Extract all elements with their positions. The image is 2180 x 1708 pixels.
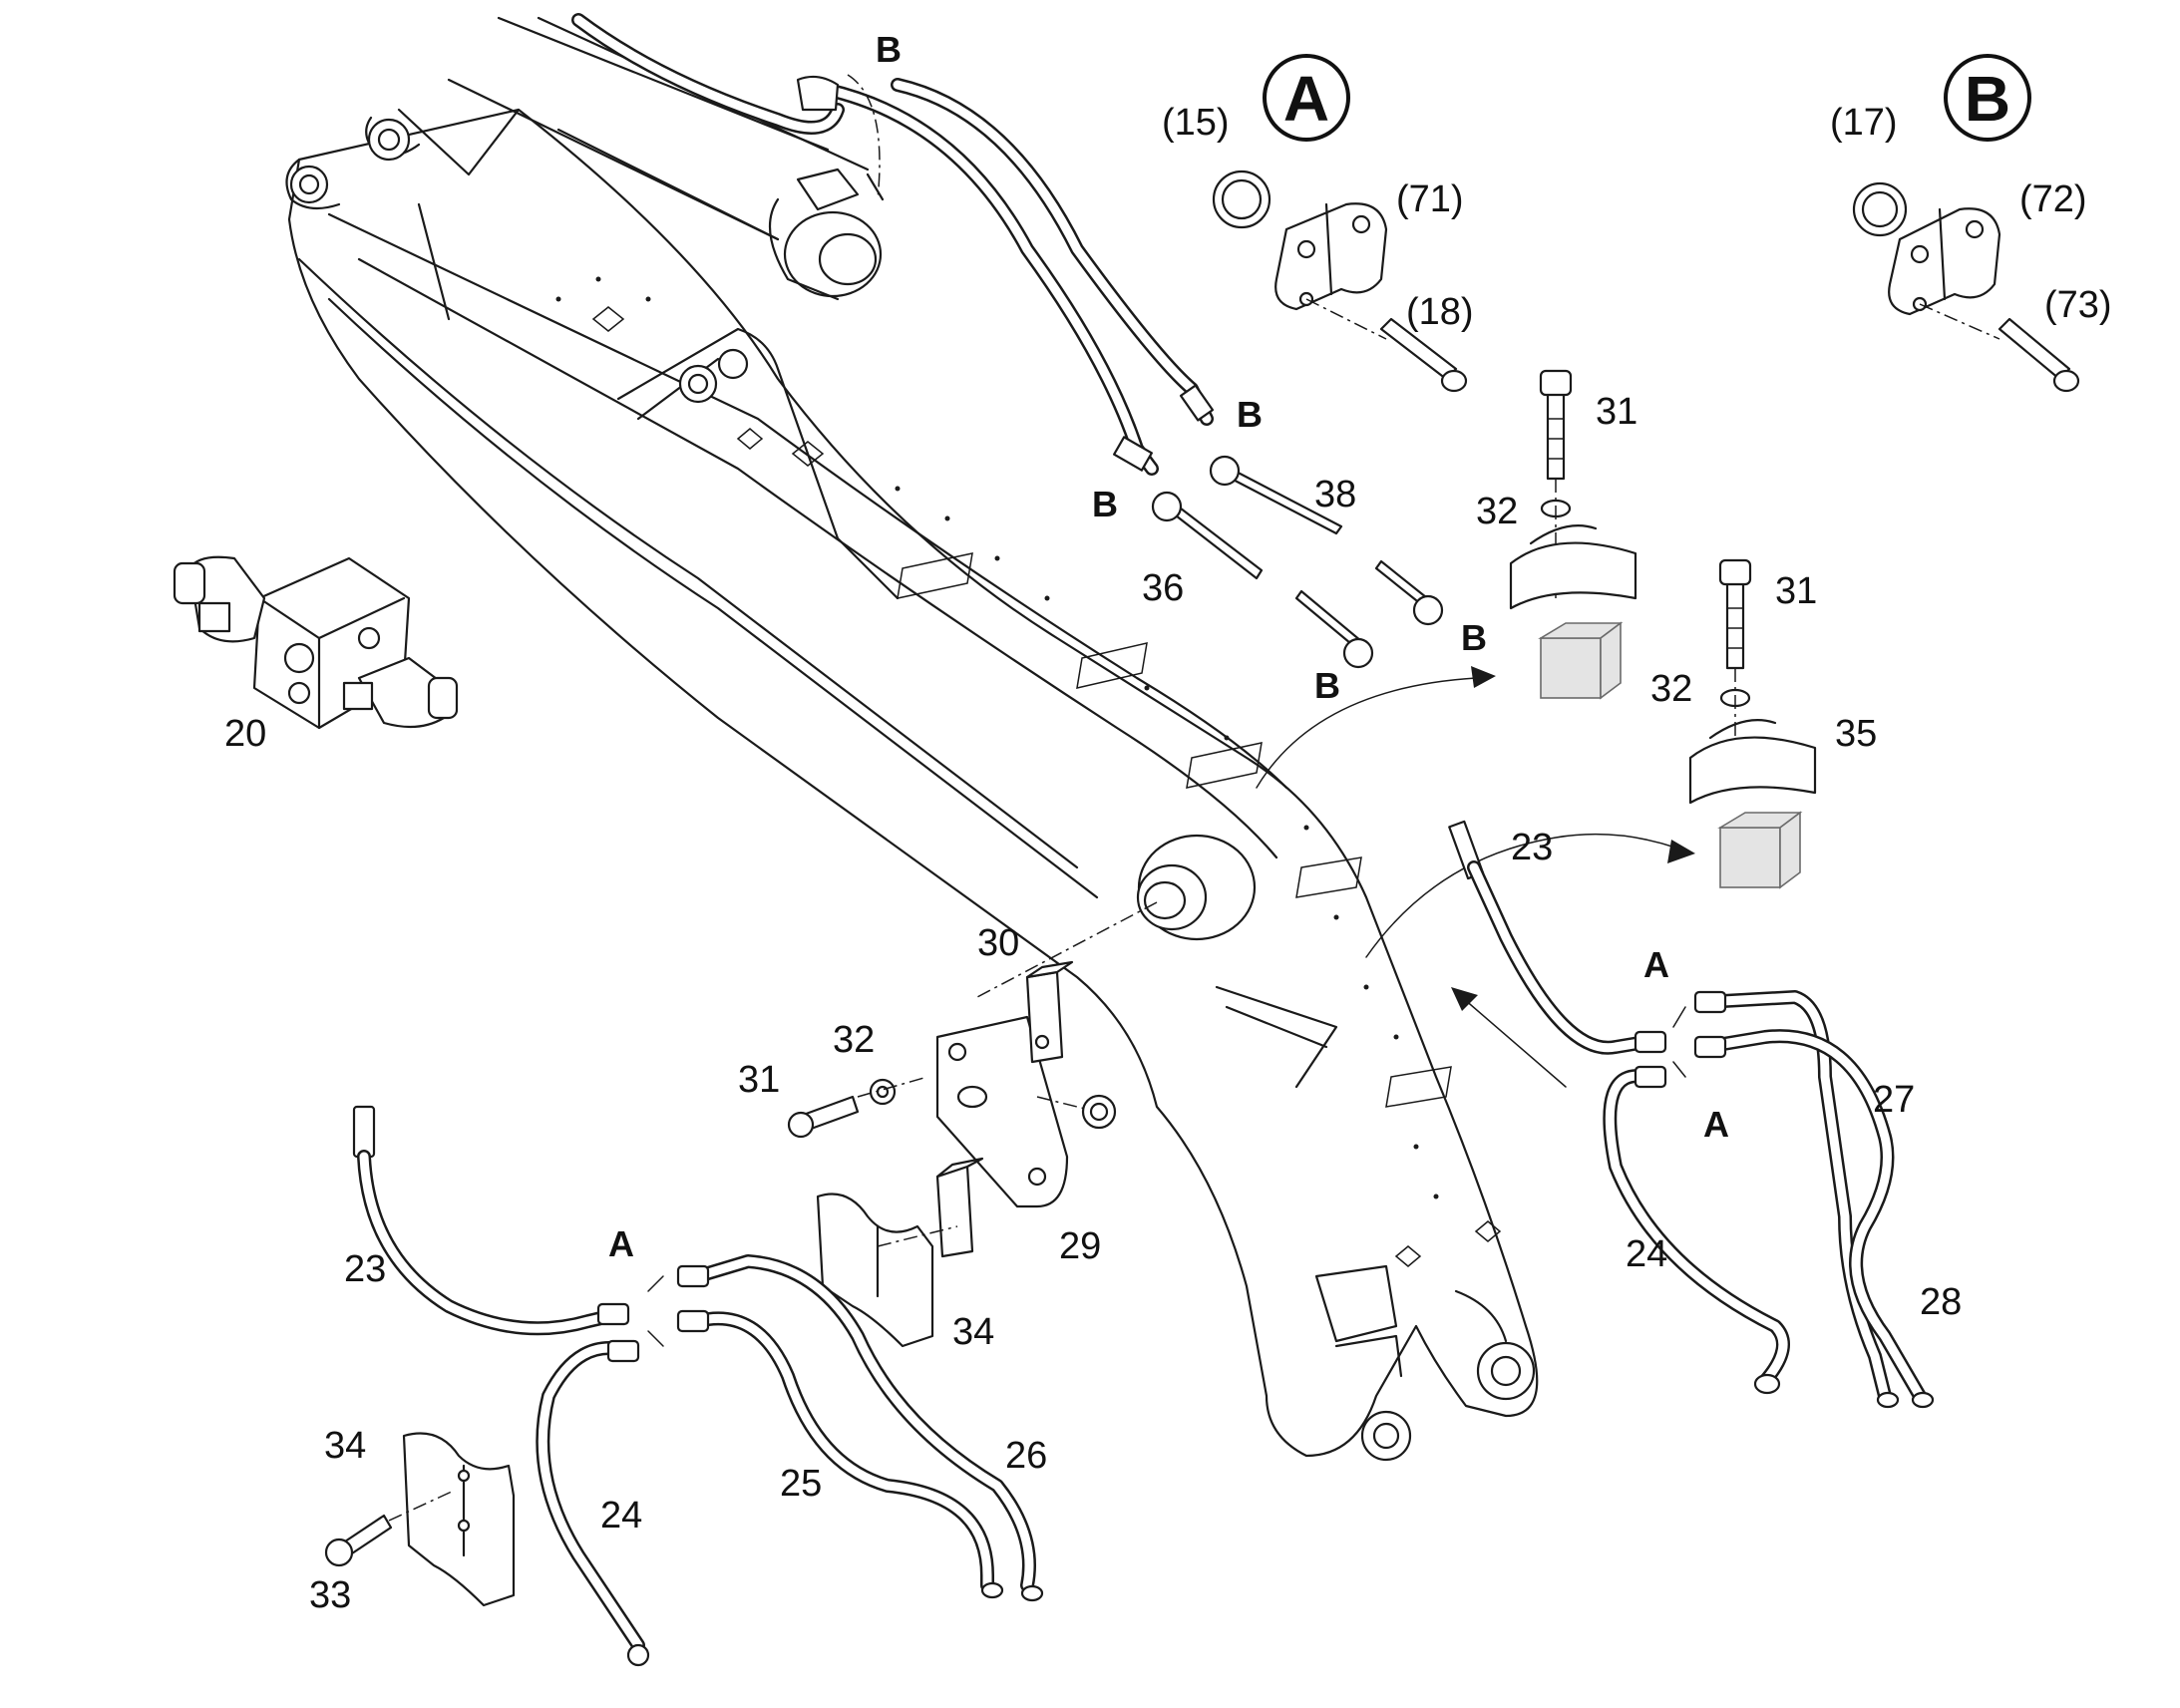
top-hoses bbox=[571, 13, 1215, 476]
part-35: 35 bbox=[1835, 713, 1877, 755]
part-32-right: 32 bbox=[1650, 668, 1692, 710]
detail-a-flange bbox=[1212, 170, 1468, 393]
detail-b-marker: B bbox=[1965, 63, 2010, 135]
part-29: 29 bbox=[1059, 1225, 1101, 1267]
part-34-left: 34 bbox=[324, 1425, 366, 1467]
clamp-34-lower bbox=[324, 1432, 516, 1607]
part-23-right: 23 bbox=[1511, 827, 1553, 868]
part-24-left: 24 bbox=[600, 1495, 642, 1537]
part-32-upper: 32 bbox=[1476, 491, 1518, 532]
connection-a-right-upper: A bbox=[1643, 944, 1669, 985]
part-38: 38 bbox=[1314, 474, 1356, 515]
detail-b-marker-circle bbox=[1944, 54, 2031, 142]
connection-b-lower: B bbox=[1314, 665, 1340, 706]
part-31-left: 31 bbox=[738, 1059, 780, 1101]
connection-b-top: B bbox=[876, 29, 902, 70]
part-27: 27 bbox=[1873, 1079, 1915, 1121]
clamp-assembly-right bbox=[1688, 558, 1817, 889]
part-20: 20 bbox=[224, 713, 266, 755]
detail-b-flange bbox=[1852, 181, 2080, 393]
connection-b-right: B bbox=[1461, 617, 1487, 658]
part-26: 26 bbox=[1005, 1435, 1047, 1477]
boom-cylinder bbox=[447, 16, 885, 301]
label-73: (73) bbox=[2044, 284, 2112, 326]
part-30: 30 bbox=[977, 922, 1019, 964]
part-32-left: 32 bbox=[833, 1019, 875, 1061]
clamp-assembly-upper bbox=[1509, 369, 1637, 700]
connection-a-right-lower: A bbox=[1703, 1104, 1729, 1145]
left-hose-bundle bbox=[352, 1105, 1044, 1667]
connection-b-36: B bbox=[1092, 484, 1118, 524]
part-28: 28 bbox=[1920, 1281, 1962, 1323]
label-18: (18) bbox=[1406, 291, 1474, 333]
part-33: 33 bbox=[309, 1574, 351, 1616]
part-36: 36 bbox=[1142, 567, 1184, 609]
leader-arrows bbox=[1256, 666, 1695, 1088]
label-17: (17) bbox=[1830, 102, 1898, 144]
clamp-34-center bbox=[816, 1193, 958, 1348]
fittings-36-38 bbox=[1151, 455, 1444, 669]
boom-arm bbox=[285, 108, 1539, 1462]
detail-a-marker: A bbox=[1283, 63, 1329, 135]
detail-a-marker-circle bbox=[1263, 54, 1350, 142]
right-hose-bundle bbox=[1448, 820, 1935, 1409]
part-25: 25 bbox=[780, 1463, 822, 1505]
connection-b-38: B bbox=[1237, 394, 1263, 435]
part-24-right: 24 bbox=[1626, 1233, 1667, 1275]
part-34-center: 34 bbox=[952, 1311, 994, 1353]
part-31-right: 31 bbox=[1775, 570, 1817, 612]
mounting-plate-assembly bbox=[787, 901, 1158, 1258]
label-72: (72) bbox=[2019, 178, 2087, 220]
part-23-left: 23 bbox=[344, 1248, 386, 1290]
connection-a-left: A bbox=[608, 1223, 634, 1264]
control-valve-part-20 bbox=[173, 555, 459, 730]
part-31-upper: 31 bbox=[1596, 391, 1637, 433]
label-15: (15) bbox=[1162, 102, 1230, 144]
label-71: (71) bbox=[1396, 178, 1464, 220]
